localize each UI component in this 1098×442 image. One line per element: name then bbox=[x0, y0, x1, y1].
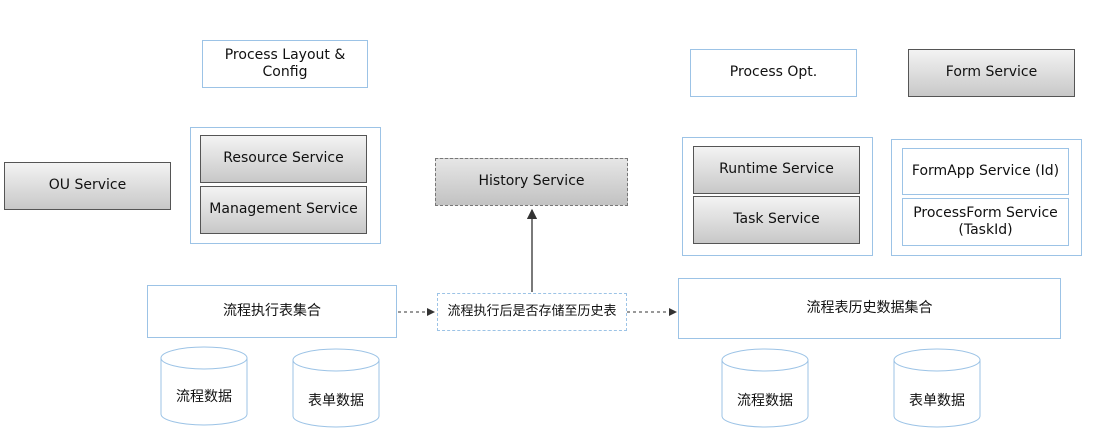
formapp-service-box: FormApp Service (Id) bbox=[902, 148, 1069, 195]
processform-service-box: ProcessForm Service (TaskId) bbox=[902, 198, 1069, 246]
database-icon bbox=[721, 348, 809, 428]
cylinder-label: 表单数据 bbox=[308, 393, 364, 409]
history-service-box: History Service bbox=[435, 158, 628, 206]
database-icon bbox=[893, 348, 981, 428]
left-process-data-cylinder: 流程数据 bbox=[160, 346, 248, 426]
resource-service-box: Resource Service bbox=[200, 135, 367, 183]
process-layout-config-box: Process Layout & Config bbox=[202, 40, 368, 88]
runtime-service-box: Runtime Service bbox=[693, 146, 860, 194]
runtime-tables-box: 流程执行表集合 bbox=[147, 285, 397, 338]
left-form-data-cylinder: 表单数据 bbox=[292, 348, 380, 428]
decision-box: 流程执行后是否存储至历史表 bbox=[437, 293, 627, 331]
management-service-box: Management Service bbox=[200, 186, 367, 234]
process-opt-box: Process Opt. bbox=[690, 49, 857, 97]
task-service-box: Task Service bbox=[693, 196, 860, 244]
form-service-box: Form Service bbox=[908, 49, 1075, 97]
database-icon bbox=[160, 346, 248, 426]
database-icon bbox=[292, 348, 380, 428]
cylinder-label: 表单数据 bbox=[909, 393, 965, 409]
ou-service-box: OU Service bbox=[4, 162, 171, 210]
right-process-data-cylinder: 流程数据 bbox=[721, 348, 809, 428]
right-form-data-cylinder: 表单数据 bbox=[893, 348, 981, 428]
cylinder-label: 流程数据 bbox=[737, 393, 793, 409]
cylinder-label: 流程数据 bbox=[176, 389, 232, 405]
history-tables-box: 流程表历史数据集合 bbox=[678, 278, 1061, 339]
